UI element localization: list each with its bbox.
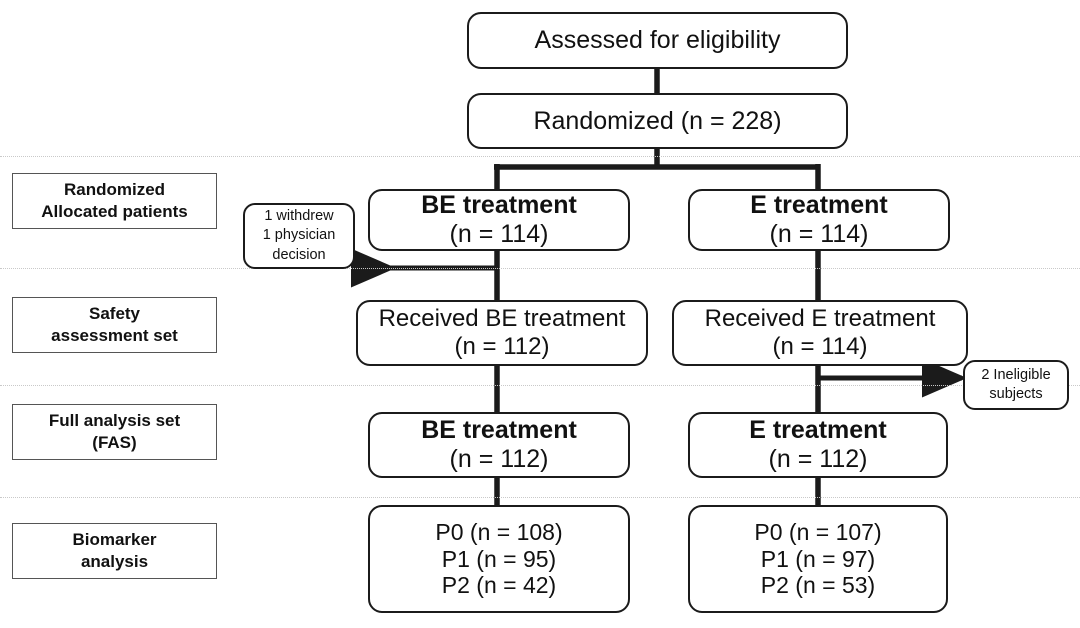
callout-e-exclusion-line1: 2 Ineligible — [981, 366, 1051, 383]
node-allocated-e-title: E treatment — [750, 191, 888, 219]
node-assessed-label: Assessed for eligibility — [534, 26, 781, 54]
callout-e-exclusions: 2 Ineligible subjects — [963, 360, 1069, 410]
callout-be-exclusion-line3: decision — [272, 246, 326, 263]
node-fas-be-count: (n = 112) — [449, 445, 549, 473]
stage-label-safety-line2: assessment set — [51, 326, 178, 345]
stage-label-safety: Safety assessment set — [12, 297, 217, 353]
node-assessed-for-eligibility: Assessed for eligibility — [467, 12, 848, 69]
node-received-be-title: Received BE treatment — [378, 305, 626, 333]
callout-be-exclusion-line2: 1 physician — [262, 227, 336, 244]
stage-label-safety-line1: Safety — [88, 304, 141, 324]
stage-label-biomarker: Biomarker analysis — [12, 523, 217, 579]
stage-label-allocation: Randomized Allocated patients — [12, 173, 217, 229]
node-allocated-e-count: (n = 114) — [769, 220, 869, 248]
stage-label-fas-line1: Full analysis set — [48, 411, 181, 431]
stage-separator-4 — [0, 497, 1080, 498]
node-biomarker-be-p2: P2 (n = 42) — [441, 572, 557, 599]
callout-be-exclusion-line1: 1 withdrew — [264, 208, 334, 225]
node-biomarker-be-p1: P1 (n = 95) — [441, 545, 557, 572]
node-biomarker-e: P0 (n = 107) P1 (n = 97) P2 (n = 53) — [688, 505, 948, 613]
node-biomarker-be-p0: P0 (n = 108) — [435, 518, 563, 545]
callout-e-exclusion-line2: subjects — [989, 386, 1043, 402]
stage-label-fas-line2: (FAS) — [92, 433, 137, 452]
node-received-e-treatment: Received E treatment (n = 114) — [672, 300, 968, 366]
stage-label-allocation-line1: Randomized — [63, 180, 166, 200]
node-received-be-treatment: Received BE treatment (n = 112) — [356, 300, 648, 366]
node-biomarker-e-p2: P2 (n = 53) — [760, 572, 876, 599]
node-allocated-be-count: (n = 114) — [449, 220, 549, 248]
node-biomarker-e-p1: P1 (n = 97) — [760, 545, 876, 572]
node-fas-be-treatment: BE treatment (n = 112) — [368, 412, 630, 478]
node-fas-e-treatment: E treatment (n = 112) — [688, 412, 948, 478]
node-randomized-label: Randomized (n = 228) — [533, 106, 782, 135]
node-fas-e-count: (n = 112) — [768, 445, 868, 473]
node-received-e-count: (n = 114) — [772, 333, 868, 360]
stage-separator-2 — [0, 268, 1080, 269]
node-allocated-be-title: BE treatment — [421, 191, 577, 219]
node-fas-be-title: BE treatment — [421, 416, 577, 444]
node-received-be-count: (n = 112) — [454, 333, 550, 360]
callout-be-exclusions: 1 withdrew 1 physician decision — [243, 203, 355, 269]
stage-label-biomarker-line1: Biomarker — [72, 530, 157, 550]
stage-separator-3 — [0, 385, 1080, 386]
stage-label-fas: Full analysis set (FAS) — [12, 404, 217, 460]
node-fas-e-title: E treatment — [749, 416, 887, 444]
node-allocated-be-treatment: BE treatment (n = 114) — [368, 189, 630, 251]
node-biomarker-be: P0 (n = 108) P1 (n = 95) P2 (n = 42) — [368, 505, 630, 613]
node-biomarker-e-p0: P0 (n = 107) — [754, 518, 882, 545]
node-allocated-e-treatment: E treatment (n = 114) — [688, 189, 950, 251]
stage-label-biomarker-line2: analysis — [80, 552, 149, 571]
stage-label-allocation-line2: Allocated patients — [41, 202, 188, 221]
node-received-e-title: Received E treatment — [704, 305, 936, 333]
node-randomized: Randomized (n = 228) — [467, 93, 848, 149]
stage-separator-1 — [0, 156, 1080, 157]
